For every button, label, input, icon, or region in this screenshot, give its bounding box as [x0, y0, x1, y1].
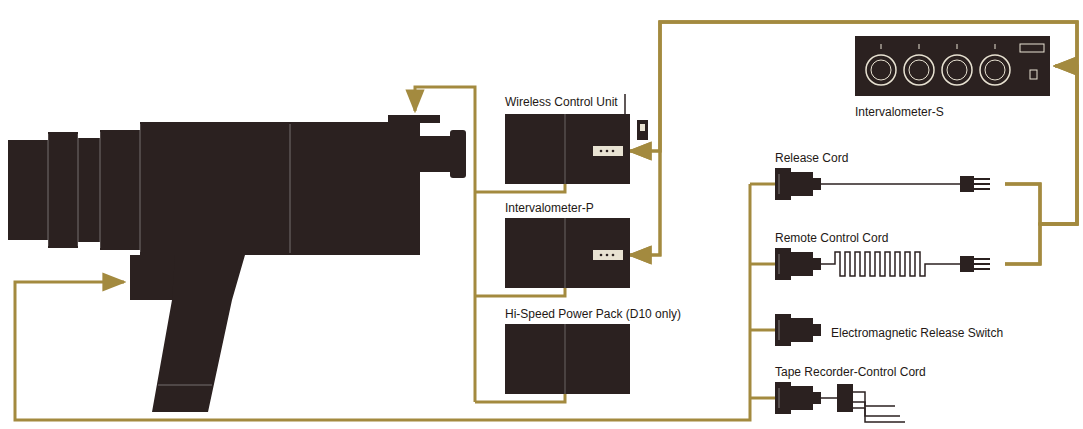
- device-label: Electromagnetic Release Switch: [831, 326, 1003, 340]
- camera-body: [8, 115, 466, 412]
- cord-connector: [630, 22, 1077, 224]
- device-unit: Wireless Control Unit: [505, 92, 630, 184]
- device-label: Hi-Speed Power Pack (D10 only): [505, 307, 681, 321]
- device-unit: Intervalometer-P: [505, 198, 630, 288]
- device-unit: Hi-Speed Power Pack (D10 only): [505, 304, 685, 394]
- device-unit: Electromagnetic Release Switch: [775, 308, 1025, 352]
- device-unit: Tape Recorder-Control Cord: [775, 362, 935, 424]
- cord-connector: [630, 22, 1077, 255]
- device-unit: Remote Control Cord: [775, 228, 1005, 284]
- device-label: Tape Recorder-Control Cord: [775, 365, 926, 379]
- device-label: Intervalometer-S: [855, 105, 944, 119]
- device-label: Intervalometer-P: [505, 201, 594, 215]
- device-label: Release Cord: [775, 151, 848, 165]
- cord-connector: [630, 22, 1077, 264]
- device-label: Remote Control Cord: [775, 231, 888, 245]
- device-unit: Release Cord: [775, 148, 1005, 204]
- device-unit: Intervalometer-S: [855, 36, 1055, 120]
- device-label: Wireless Control Unit: [505, 95, 618, 109]
- cord-connector: [630, 22, 1077, 264]
